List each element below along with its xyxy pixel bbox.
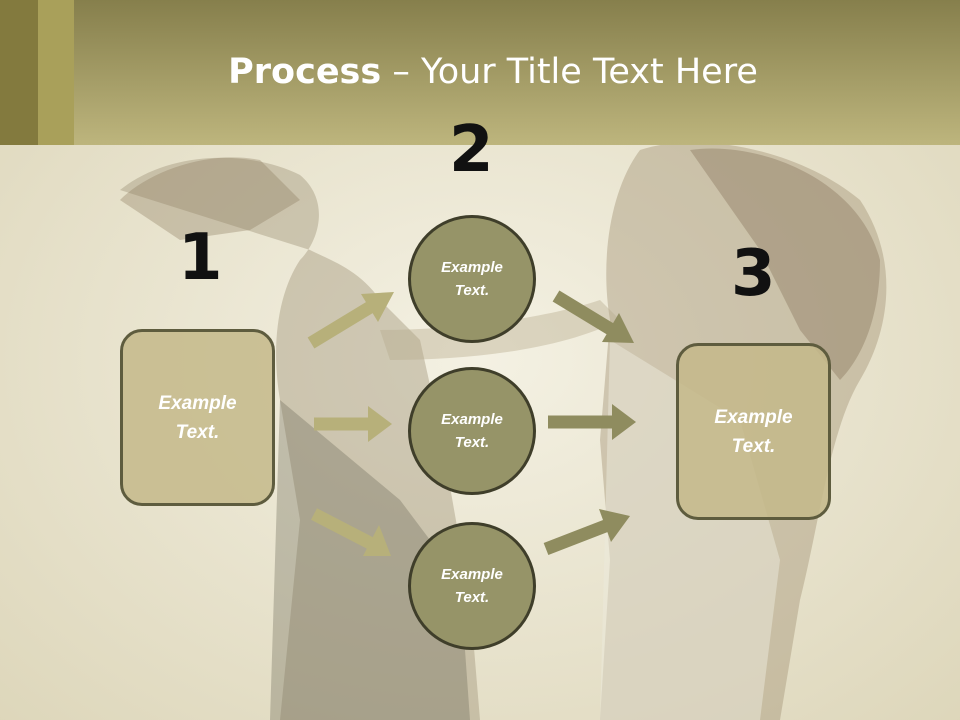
step-number-1: 1 bbox=[178, 221, 223, 295]
step-number-2: 2 bbox=[449, 113, 494, 187]
arrow-left-to-middle bbox=[314, 406, 392, 442]
title-bold: Process bbox=[228, 52, 382, 92]
step-number-3: 3 bbox=[731, 237, 776, 311]
header-accent-stripe bbox=[0, 0, 38, 145]
title-rest: – Your Title Text Here bbox=[381, 52, 758, 92]
arrow-left-to-top bbox=[307, 292, 394, 349]
slide-title: Process – Your Title Text Here bbox=[0, 52, 960, 92]
header-accent-stripe bbox=[38, 0, 74, 145]
arrow-middle-to-right bbox=[548, 404, 636, 440]
arrow-bottom-to-right bbox=[543, 509, 630, 556]
arrow-left-to-bottom bbox=[311, 508, 391, 556]
header-band bbox=[0, 0, 960, 145]
arrow-top-to-right bbox=[552, 290, 634, 343]
